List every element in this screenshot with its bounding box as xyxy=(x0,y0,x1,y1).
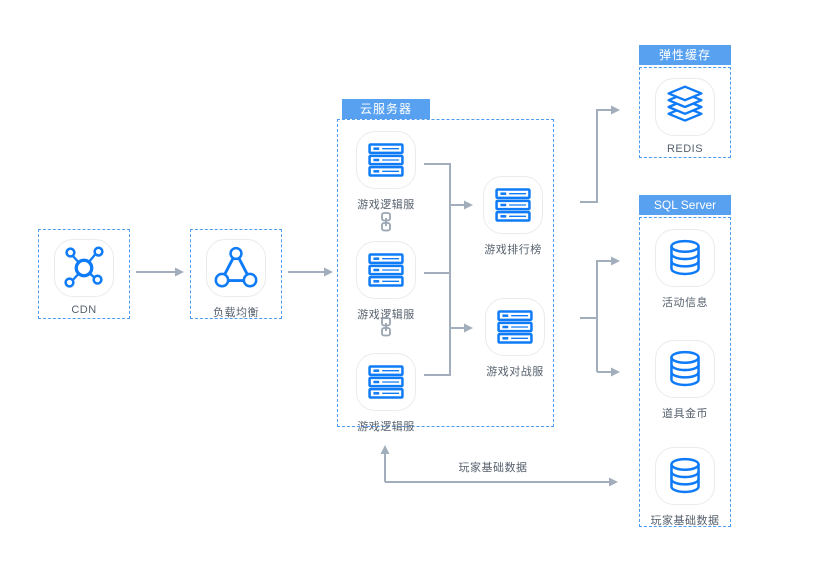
game-logic-3-label: 游戏逻辑服 xyxy=(357,421,415,433)
game-logic-3-tile xyxy=(356,353,416,411)
elastic-cache-group-tag: 弹性缓存 xyxy=(639,45,731,65)
cdn-label: CDN xyxy=(71,304,97,316)
load-balancer-icon xyxy=(214,246,258,288)
node-load-balancer: 负载均衡 xyxy=(190,239,282,320)
cdn-network-icon xyxy=(63,246,105,289)
node-game-leaderboard: 游戏排行榜 xyxy=(467,176,559,257)
player-base-data-label: 玩家基础数据 xyxy=(650,515,720,527)
sql-server-group-frame xyxy=(639,217,731,527)
node-item-coins: 道具金币 xyxy=(639,340,731,421)
activity-info-label: 活动信息 xyxy=(662,297,708,309)
database-icon xyxy=(670,350,700,387)
cache-layers-icon xyxy=(667,85,703,122)
game-logic-1-tile xyxy=(356,131,416,189)
game-logic-1-label: 游戏逻辑服 xyxy=(357,199,415,211)
database-icon xyxy=(670,457,700,494)
load-balancer-frame xyxy=(190,229,282,319)
game-battle-label: 游戏对战服 xyxy=(486,366,544,378)
game-logic-2-label: 游戏逻辑服 xyxy=(357,309,415,321)
load-balancer-tile xyxy=(206,239,266,297)
node-game-logic-1: 游戏逻辑服 xyxy=(340,131,432,212)
server-icon xyxy=(495,188,531,222)
node-game-logic-3: 游戏逻辑服 xyxy=(340,353,432,434)
activity-info-tile xyxy=(655,229,715,287)
node-game-logic-2: 游戏逻辑服 xyxy=(340,241,432,322)
node-cdn: CDN xyxy=(38,239,130,316)
elastic-cache-group-frame xyxy=(639,67,731,158)
game-leaderboard-label: 游戏排行榜 xyxy=(484,244,542,256)
cloud-server-group-tag: 云服务器 xyxy=(342,99,430,119)
item-coins-tile xyxy=(655,340,715,398)
node-redis: REDIS xyxy=(639,78,731,155)
game-leaderboard-tile xyxy=(483,176,543,234)
server-icon xyxy=(497,310,533,344)
server-icon xyxy=(368,365,404,399)
redis-tile xyxy=(655,78,715,136)
player-base-data-tile xyxy=(655,447,715,505)
node-game-battle: 游戏对战服 xyxy=(469,298,561,379)
redis-label: REDIS xyxy=(666,143,704,155)
game-battle-tile xyxy=(485,298,545,356)
node-player-base-data: 玩家基础数据 xyxy=(633,447,737,528)
server-icon xyxy=(368,253,404,287)
database-icon xyxy=(670,239,700,276)
node-activity-info: 活动信息 xyxy=(639,229,731,310)
server-icon xyxy=(368,143,404,177)
cloud-server-group-frame xyxy=(337,119,554,427)
load-balancer-label: 负载均衡 xyxy=(213,307,259,319)
item-coins-label: 道具金币 xyxy=(662,408,708,420)
cdn-tile xyxy=(54,239,114,297)
chain-link-icon xyxy=(381,317,391,337)
sql-server-group-tag: SQL Server xyxy=(639,195,731,215)
game-logic-2-tile xyxy=(356,241,416,299)
feedback-edge-label: 玩家基础数据 xyxy=(458,462,528,474)
cdn-frame xyxy=(38,229,130,319)
chain-link-icon xyxy=(381,212,391,232)
